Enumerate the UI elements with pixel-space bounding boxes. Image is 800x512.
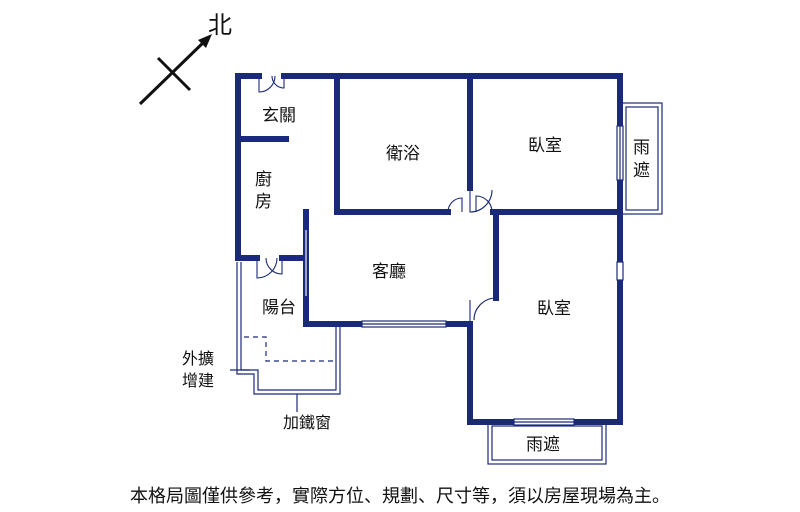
doors: [256, 75, 497, 324]
annotation-iron-window: 加鐵窗: [283, 413, 331, 432]
canopy-right-label-1: 雨: [633, 138, 650, 158]
canopy-right-label-2: 遮: [633, 161, 650, 181]
room-label-balcony: 陽台: [262, 298, 296, 318]
room-label-living-room: 客廳: [372, 262, 406, 282]
windows: [361, 125, 624, 426]
canopy-right: [621, 102, 663, 215]
room-label-bedroom-top: 臥室: [528, 136, 562, 156]
north-compass: 北: [138, 11, 232, 106]
canopy-bottom-label: 雨遮: [526, 435, 560, 455]
room-label-kitchen-1: 廚: [255, 169, 272, 190]
room-label-bathroom: 衛浴: [386, 144, 420, 164]
annotation-extension-2: 增建: [182, 371, 214, 390]
annotation-extension-1: 外擴: [182, 349, 214, 368]
disclaimer-text: 本格局圖僅供參考，實際方位、規劃、尺寸等，須以房屋現場為主。: [130, 486, 670, 507]
balcony-outline: [230, 262, 341, 395]
room-label-entrance: 玄關: [262, 106, 296, 126]
north-label: 北: [208, 11, 232, 39]
room-label-kitchen-2: 房: [255, 192, 272, 212]
walls: [235, 73, 623, 425]
room-label-bedroom-bottom: 臥室: [537, 299, 571, 319]
